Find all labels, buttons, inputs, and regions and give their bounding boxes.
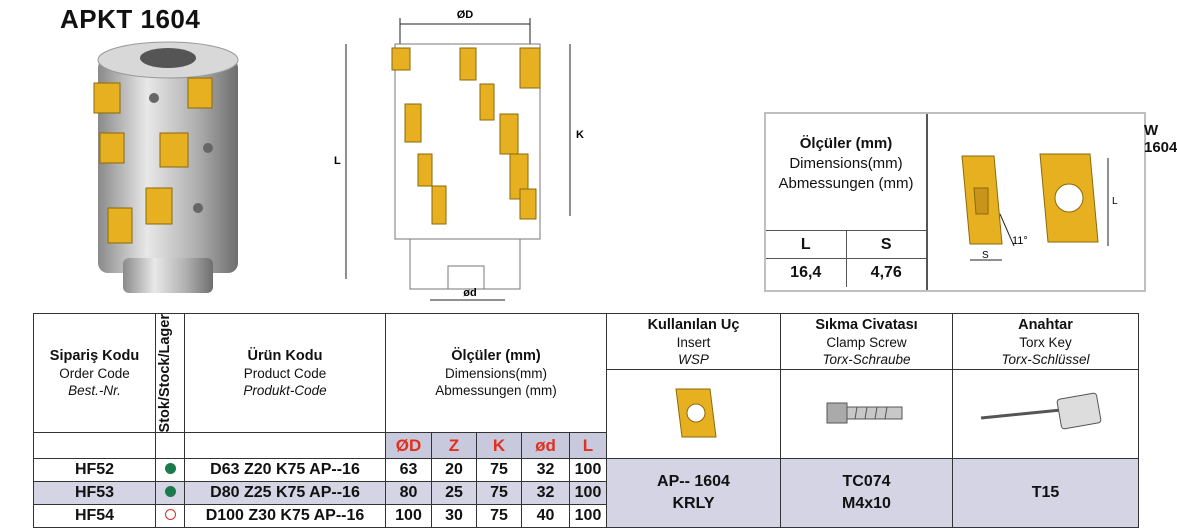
dim-value: 80	[385, 481, 432, 506]
stock-indicator	[155, 458, 185, 483]
dim-value: 100	[385, 504, 432, 528]
dim-col-K: K	[476, 432, 522, 460]
out-of-stock-icon	[164, 509, 176, 521]
milling-cutter-photo	[93, 41, 239, 293]
dim-value: 40	[521, 504, 570, 528]
page-title: APKT 1604	[60, 4, 201, 34]
order-code: HF54	[33, 504, 156, 528]
in-stock-icon	[164, 463, 176, 475]
insert-s-label: S	[982, 250, 989, 261]
insert-dim-val-l: 16,4	[766, 259, 847, 287]
od-dim-label: ØD	[457, 9, 474, 21]
d-dim-label: ød	[463, 287, 476, 299]
dim-value: 75	[476, 481, 522, 506]
order-code: HF52	[33, 458, 156, 483]
dim-value: 25	[431, 481, 477, 506]
table-row: HF53 D80 Z25 K75 AP--16 80 25 75 32 100	[33, 481, 1139, 506]
product-code: D100 Z30 K75 AP--16	[184, 504, 386, 528]
dim-value: 75	[476, 504, 522, 528]
dim-value: 63	[385, 458, 432, 483]
insert-dimensions-box: Ölçüler (mm) Dimensions(mm) Abmessungen …	[764, 112, 1177, 292]
dim-value: 32	[521, 481, 570, 506]
order-code: HF53	[33, 481, 156, 506]
product-code: D63 Z20 K75 AP--16	[184, 458, 386, 483]
insert-dim-col-headers: L S	[766, 230, 926, 259]
insert-l-label: L	[1112, 196, 1118, 207]
table-row: HF54 D100 Z30 K75 AP--16 100 30 75 40 10…	[33, 504, 1139, 528]
key-code: T15	[952, 458, 1139, 528]
dim-value: 30	[431, 504, 477, 528]
dim-col-D: ØD	[385, 432, 432, 460]
insert-dim-col-l: L	[766, 231, 847, 259]
dim-value: 100	[569, 504, 607, 528]
insert-drawing: W 1604 11° S L	[930, 114, 1177, 290]
insert-dim-header-de: Abmessungen (mm)	[778, 175, 914, 192]
dimensions-header: Ölçüler (mm)Dimensions(mm)Abmessungen (m…	[385, 312, 607, 434]
technical-drawing: ØD L K ød	[334, 9, 584, 301]
product-code: D80 Z25 K75 AP--16	[184, 481, 386, 506]
insert-dim-header-en: Dimensions(mm)	[789, 155, 903, 172]
insert-dim-col-s: S	[880, 236, 892, 253]
table-row: HF52 D63 Z20 K75 AP--16 63 20 75 32 100 …	[33, 458, 1139, 528]
l-dim-label: L	[334, 155, 341, 167]
insert-angle: 11°	[1012, 235, 1028, 247]
dim-col-d: ød	[521, 432, 570, 460]
dim-value: 32	[521, 458, 570, 483]
dim-value: 75	[476, 458, 522, 483]
stock-indicator	[155, 504, 185, 528]
dim-value: 100	[569, 481, 607, 506]
key-image	[952, 368, 1139, 460]
insert-name: W 1604	[1144, 122, 1177, 156]
dim-value: 20	[431, 458, 477, 483]
in-stock-icon	[164, 486, 176, 498]
insert-image	[606, 368, 781, 460]
dim-col-Z: Z	[431, 432, 477, 460]
stock-indicator	[155, 481, 185, 506]
screw-image	[780, 368, 953, 460]
insert-dim-values: 16,4 4,76	[766, 258, 926, 287]
dim-col-L: L	[569, 432, 607, 460]
k-dim-label: K	[576, 129, 584, 141]
dim-value: 100	[569, 458, 607, 483]
insert-dim-val-s: 4,76	[870, 264, 902, 281]
stock-header: Stok/Stock/Lager	[155, 312, 185, 434]
insert-dim-header-tr: Ölçüler (mm)	[799, 135, 893, 152]
insert-dimensions-header: Ölçüler (mm) Dimensions(mm) Abmessungen …	[766, 114, 926, 226]
insert-dimensions-table: Ölçüler (mm) Dimensions(mm) Abmessungen …	[766, 114, 928, 290]
